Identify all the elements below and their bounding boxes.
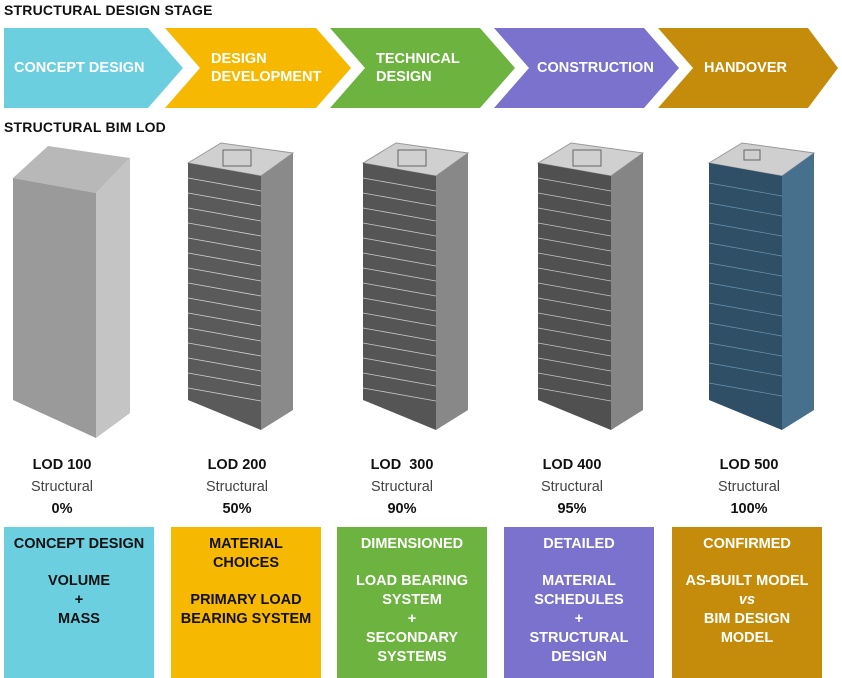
box-line: + [74,592,84,608]
stage-label-handover: HANDOVER [704,60,787,76]
lod-name: LOD 200 [207,457,267,473]
box-line: VOLUME [47,573,111,589]
lod-kind: Structural [30,479,94,495]
box-line: BIM DESIGN MODEL [703,611,791,646]
lod-200-caption: LOD 200 Structural 50% [162,454,312,520]
lod-100-caption: LOD 100 Structural 0% [0,454,137,520]
box-heading: MATERIAL CHOICES [209,536,283,571]
stage-label-concept-design: CONCEPT DESIGN [14,60,145,76]
tower-lod-400-image [536,142,645,430]
box-line: + [407,611,417,627]
lod-percent: 50% [222,501,252,517]
structural-design-stage-title: STRUCTURAL DESIGN STAGE [4,2,213,18]
structural-bim-lod-title: STRUCTURAL BIM LOD [4,119,166,135]
lod-300-description-box: DIMENSIONED LOAD BEARING SYSTEM + SECOND… [337,527,487,678]
lod-kind: Structural [717,479,781,495]
box-line: LOAD BEARING SYSTEM [356,573,468,608]
box-line: AS-BUILT MODEL [685,573,809,589]
stage-arrow-technical-design [330,28,515,108]
stage-label-design-development: DESIGN DEVELOPMENT [211,51,322,85]
box-heading: CONCEPT DESIGN [13,536,145,552]
box-line: MATERIAL SCHEDULES [534,573,624,608]
lod-kind: Structural [370,479,434,495]
stage-arrow-construction [494,28,679,108]
tower-lod-100-image [13,146,130,438]
lod-400-description-box: DETAILED MATERIAL SCHEDULES + STRUCTURAL… [504,527,654,678]
lod-name: LOD 300 [370,457,434,473]
lod-500-caption: LOD 500 Structural 100% [674,454,824,520]
lod-name: LOD 500 [719,457,779,473]
lod-300-caption: LOD 300 Structural 90% [327,454,477,520]
box-line: + [574,611,584,627]
box-line: SECONDARY SYSTEMS [365,630,459,665]
lod-name: LOD 400 [542,457,602,473]
lod-400-caption: LOD 400 Structural 95% [497,454,647,520]
lod-percent: 90% [387,501,417,517]
tower-lod-300-image [361,142,470,430]
lod-percent: 100% [730,501,768,517]
box-line: MASS [58,611,100,627]
box-line: vs [738,592,756,608]
lod-percent: 95% [557,501,587,517]
tower-lod-500-image [707,142,816,430]
box-heading: DETAILED [543,536,615,552]
stage-arrows-svg [4,28,838,108]
stage-arrow-handover [658,28,838,108]
lod-500-description-box: CONFIRMED AS-BUILT MODEL vs BIM DESIGN M… [672,527,822,678]
box-heading: CONFIRMED [703,536,791,552]
lod-200-description-box: MATERIAL CHOICES PRIMARY LOAD BEARING SY… [171,527,321,678]
tower-lod-200-image [186,142,295,430]
lod-name: LOD 100 [32,457,92,473]
lod-kind: Structural [205,479,269,495]
box-heading: DIMENSIONED [360,536,464,552]
lod-kind: Structural [540,479,604,495]
stage-arrow-band: CONCEPT DESIGN DESIGN DEVELOPMENT TECHNI… [0,28,842,108]
lod-100-description-box: CONCEPT DESIGN VOLUME + MASS [4,527,154,678]
stage-arrow-concept-design [4,28,183,108]
stage-label-construction: CONSTRUCTION [537,60,654,76]
lod-percent: 0% [51,501,73,517]
box-line: STRUCTURAL DESIGN [529,630,629,665]
stage-arrow-design-development [165,28,351,108]
stage-label-technical-design: TECHNICAL DESIGN [376,51,460,85]
box-line: PRIMARY LOAD BEARING SYSTEM [180,592,312,627]
